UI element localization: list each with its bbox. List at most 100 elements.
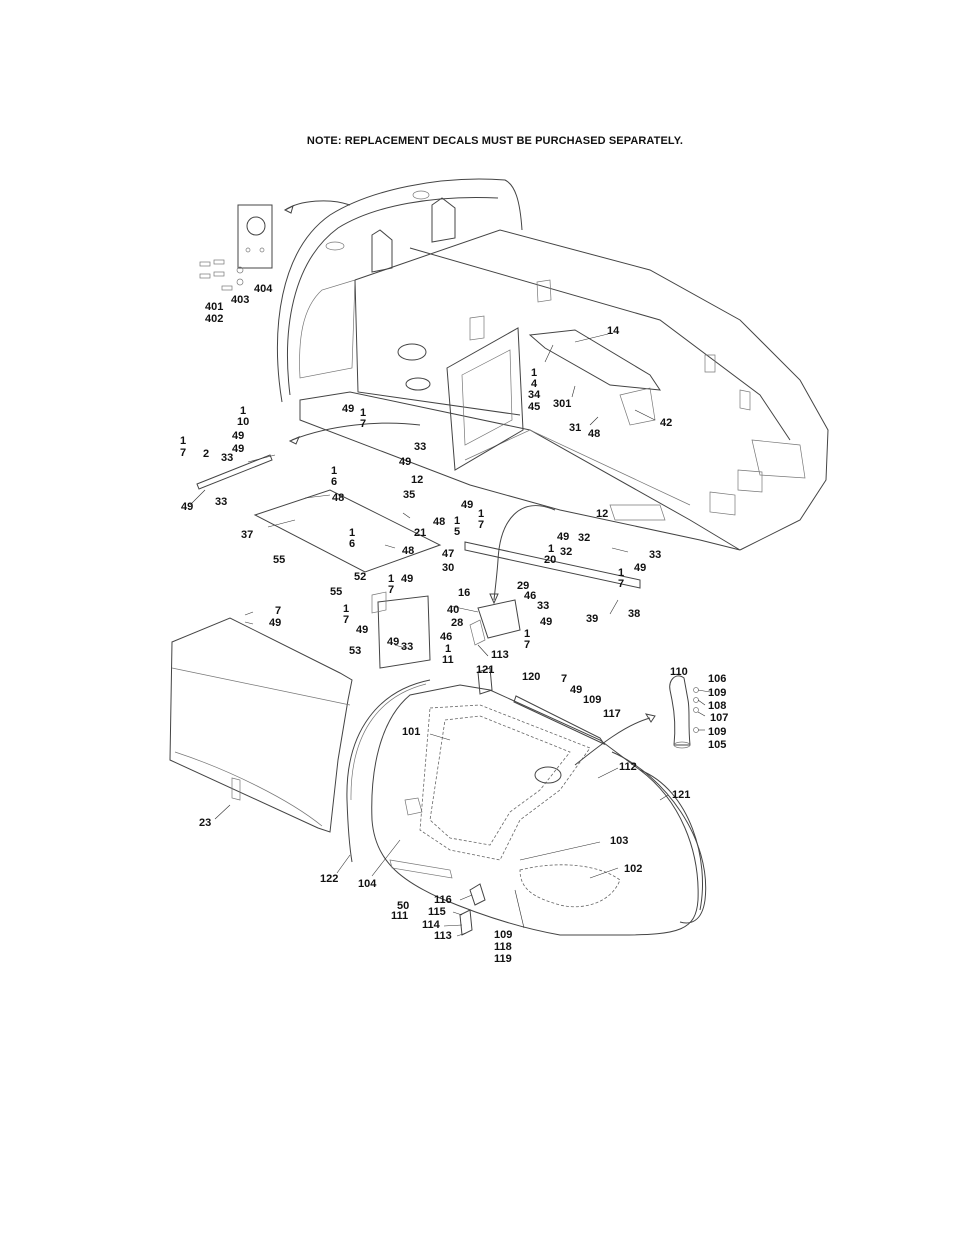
callout-33: 33 bbox=[221, 452, 233, 464]
callout-121: 121 bbox=[476, 664, 494, 676]
callout-7: 7 bbox=[275, 605, 281, 617]
callout-49: 49 bbox=[634, 562, 646, 574]
callout-29: 29 bbox=[517, 580, 529, 592]
callout-111: 111 bbox=[391, 910, 408, 922]
callout-109: 109 bbox=[494, 929, 512, 941]
callout-1: 1 bbox=[388, 573, 394, 585]
callout-48: 48 bbox=[332, 492, 344, 504]
callout-14: 14 bbox=[607, 325, 620, 337]
callout-49: 49 bbox=[570, 684, 582, 696]
callout-113: 113 bbox=[434, 930, 452, 942]
callout-45: 45 bbox=[528, 401, 540, 413]
callout-1: 1 bbox=[349, 527, 355, 539]
callout-1: 1 bbox=[478, 508, 484, 520]
callout-46: 46 bbox=[440, 631, 452, 643]
callout-114: 114 bbox=[422, 919, 441, 931]
callout-50: 50 bbox=[397, 900, 409, 912]
callout-7: 7 bbox=[360, 418, 366, 430]
callout-103: 103 bbox=[610, 835, 628, 847]
callout-48: 48 bbox=[433, 516, 445, 528]
callout-49: 49 bbox=[557, 531, 569, 543]
callout-115: 115 bbox=[428, 906, 446, 918]
callout-403: 403 bbox=[231, 294, 249, 306]
callout-404: 404 bbox=[254, 283, 273, 295]
plate-53 bbox=[371, 591, 431, 669]
callout-10: 10 bbox=[237, 416, 249, 428]
callout-21: 21 bbox=[414, 527, 426, 539]
bracket-404 bbox=[237, 200, 351, 269]
callout-28: 28 bbox=[451, 617, 463, 629]
callout-55: 55 bbox=[273, 554, 285, 566]
callout-6: 6 bbox=[349, 538, 355, 550]
latch-16-29 bbox=[469, 505, 556, 646]
callout-30: 30 bbox=[442, 562, 454, 574]
callout-49: 49 bbox=[399, 456, 411, 468]
callout-33: 33 bbox=[414, 441, 426, 453]
callout-401: 401 bbox=[205, 301, 223, 313]
plate-37 bbox=[196, 422, 442, 573]
callout-7: 7 bbox=[524, 639, 530, 651]
callout-109: 109 bbox=[583, 694, 601, 706]
callout-38: 38 bbox=[628, 608, 640, 620]
callout-110: 110 bbox=[670, 666, 688, 678]
leader-lines bbox=[189, 333, 711, 937]
callout-122: 122 bbox=[320, 873, 338, 885]
callout-32: 32 bbox=[560, 546, 572, 558]
callout-112: 112 bbox=[619, 761, 637, 773]
callout-1: 1 bbox=[360, 407, 366, 419]
callout-1: 1 bbox=[531, 367, 537, 379]
callout-49: 49 bbox=[269, 617, 281, 629]
callout-49: 49 bbox=[181, 501, 193, 513]
callout-47: 47 bbox=[442, 548, 454, 560]
callout-108: 108 bbox=[708, 700, 726, 712]
callout-120: 120 bbox=[522, 671, 540, 683]
callout-48: 48 bbox=[588, 428, 600, 440]
callout-116: 116 bbox=[434, 894, 452, 906]
callout-119: 119 bbox=[494, 953, 512, 965]
callout-49: 49 bbox=[342, 403, 354, 415]
callout-7: 7 bbox=[180, 447, 186, 459]
callout-7: 7 bbox=[478, 519, 484, 531]
callout-301: 301 bbox=[553, 398, 571, 410]
callout-1: 1 bbox=[180, 435, 186, 447]
callout-49: 49 bbox=[232, 443, 244, 455]
callout-107: 107 bbox=[710, 712, 728, 724]
bolts-401-403 bbox=[199, 259, 244, 291]
callout-11: 11 bbox=[442, 654, 454, 666]
callout-106: 106 bbox=[708, 673, 726, 685]
callout-12: 12 bbox=[411, 474, 423, 486]
callout-105: 105 bbox=[708, 739, 726, 751]
callout-31: 31 bbox=[569, 422, 581, 434]
callout-49: 49 bbox=[401, 573, 413, 585]
callout-117: 117 bbox=[603, 708, 621, 720]
callout-32: 32 bbox=[578, 532, 590, 544]
callout-46: 46 bbox=[524, 590, 536, 602]
callout-55: 55 bbox=[330, 586, 342, 598]
callout-39: 39 bbox=[586, 613, 598, 625]
trim-121 bbox=[611, 751, 707, 924]
callout-109: 109 bbox=[708, 687, 726, 699]
callout-52: 52 bbox=[354, 571, 366, 583]
callout-7: 7 bbox=[618, 578, 624, 590]
callout-104: 104 bbox=[358, 878, 377, 890]
callout-1: 1 bbox=[445, 643, 451, 655]
callout-4: 4 bbox=[531, 378, 538, 390]
callout-7: 7 bbox=[388, 584, 394, 596]
callouts: 404 401 402 403 14 1 4 34 45 301 42 31 4… bbox=[180, 283, 728, 965]
callout-48: 48 bbox=[402, 545, 414, 557]
callout-1: 1 bbox=[343, 603, 349, 615]
callout-49: 49 bbox=[356, 624, 368, 636]
callout-40: 40 bbox=[447, 604, 459, 616]
callout-121: 121 bbox=[672, 789, 690, 801]
callout-5: 5 bbox=[454, 526, 460, 538]
callout-49: 49 bbox=[461, 499, 473, 511]
callout-7: 7 bbox=[343, 614, 349, 626]
callout-6: 6 bbox=[331, 476, 337, 488]
callout-2: 2 bbox=[203, 448, 209, 460]
latch-handle bbox=[459, 883, 486, 936]
callout-34: 34 bbox=[528, 389, 541, 401]
callout-1: 1 bbox=[240, 405, 246, 417]
callout-118: 118 bbox=[494, 941, 512, 953]
callout-49: 49 bbox=[387, 636, 399, 648]
